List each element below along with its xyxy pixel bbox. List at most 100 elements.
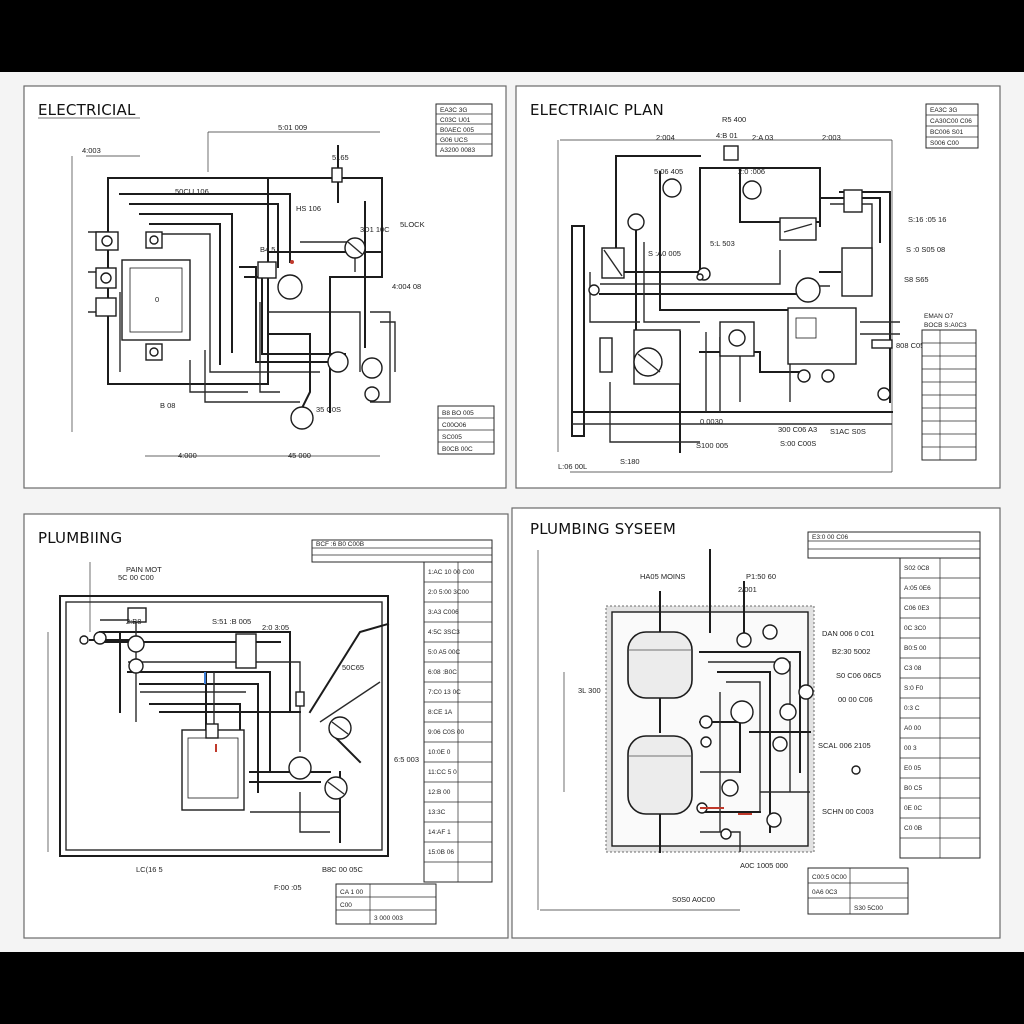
- svg-text:B0 C5: B0 C5: [904, 785, 922, 792]
- meter-symbol: [599, 337, 613, 373]
- svg-text:2:0 3:05: 2:0 3:05: [262, 623, 289, 632]
- pressure-tank: [627, 631, 693, 699]
- svg-text:B8C 00 05C: B8C 00 05C: [322, 865, 363, 874]
- svg-text:S:0 F0: S:0 F0: [904, 685, 924, 692]
- electric-plan-side-table: EMAN O7 BOCB S:A0C3: [921, 313, 977, 461]
- valve-symbol: [762, 624, 778, 640]
- svg-text:50C65: 50C65: [342, 663, 364, 672]
- svg-text:S :0 S05 08: S :0 S05 08: [906, 245, 945, 254]
- svg-text:DAN 006 0 C01: DAN 006 0 C01: [822, 629, 875, 638]
- svg-text:CA30C00 C06: CA30C00 C06: [930, 118, 972, 125]
- valve-symbol: [798, 684, 814, 700]
- svg-text:S02 0C8: S02 0C8: [904, 565, 930, 572]
- svg-text:8:CE 1A: 8:CE 1A: [428, 709, 453, 716]
- svg-text:C00: C00: [340, 902, 352, 909]
- svg-text:15:0B 06: 15:0B 06: [428, 849, 454, 856]
- svg-text:0: 0: [155, 295, 159, 304]
- plumbing-system-piping: [659, 549, 811, 853]
- plumbing-system-dimensions: [537, 550, 740, 911]
- pump-box: [127, 607, 147, 623]
- elec-label: 3D1 10C: [360, 225, 390, 234]
- lamp-symbol: [364, 386, 380, 402]
- svg-text:HA05 MOINS: HA05 MOINS: [640, 572, 685, 581]
- panel-plumbing: PLUMBIING: [23, 513, 509, 939]
- svg-text:B2:30 5002: B2:30 5002: [832, 647, 870, 656]
- gauge-symbol: [773, 657, 791, 675]
- fitting-symbol: [205, 723, 219, 739]
- svg-text:4:5C 3SC3: 4:5C 3SC3: [428, 629, 460, 636]
- svg-text:PAIN MOT: PAIN MOT: [126, 565, 162, 574]
- filter-box: [235, 633, 257, 669]
- svg-text:SCHN 00 C003: SCHN 00 C003: [822, 807, 874, 816]
- water-heater-tank: [627, 735, 693, 815]
- panel-electrical-title: ELECTRICIAL: [38, 101, 136, 119]
- svg-text:E3:0 00 C06: E3:0 00 C06: [812, 534, 849, 541]
- valve-symbol: [772, 736, 788, 752]
- outlet-symbol: [95, 297, 117, 317]
- svg-text:A0C 1005 000: A0C 1005 000: [740, 861, 788, 870]
- distribution-panel: [841, 247, 873, 297]
- svg-text:A:05 0E6: A:05 0E6: [904, 585, 931, 592]
- motor-symbol: [795, 277, 821, 303]
- valve-symbol: [79, 635, 89, 645]
- svg-text:SC005: SC005: [442, 434, 462, 441]
- svg-text:L:06 00L: L:06 00L: [558, 462, 587, 471]
- svg-text:S :A0 005: S :A0 005: [648, 249, 681, 258]
- plumbing-system-labels: HA05 MOINS P1:50 60 3L 300 2/001 DAN 006…: [578, 572, 881, 904]
- svg-text:3 000 003: 3 000 003: [374, 915, 403, 922]
- valve-symbol: [699, 715, 713, 729]
- svg-text:2:A 03: 2:A 03: [752, 133, 773, 142]
- lamp-symbol: [627, 213, 645, 231]
- svg-text:S8 S65: S8 S65: [904, 275, 929, 284]
- svg-text:B8 BO 005: B8 BO 005: [442, 410, 474, 417]
- plumbing-system-footer-table: C00:5 0C00 0A6 0C3 S30 5C00: [807, 867, 909, 915]
- svg-text:11:CC 5 0: 11:CC 5 0: [428, 769, 457, 776]
- disconnect-switch: [779, 217, 817, 241]
- plumbing-schedule-table: BCF :6 B0 C00B 1:AC 10 00 C00 2:0 5:00 3…: [311, 539, 493, 883]
- elec-label: 4:003: [82, 146, 101, 155]
- svg-text:2:0 5:00 3C00: 2:0 5:00 3C00: [428, 589, 469, 596]
- svg-text:6:5 003: 6:5 003: [394, 755, 419, 764]
- svg-text:EA3C 3G: EA3C 3G: [440, 107, 467, 114]
- svg-text:A3200 0083: A3200 0083: [440, 147, 475, 154]
- electric-plan-components: [588, 145, 893, 401]
- outlet-symbol: [797, 369, 811, 383]
- valve-symbol: [851, 765, 861, 775]
- ground-symbol: [877, 387, 891, 401]
- svg-text:P1:50 60: P1:50 60: [746, 572, 776, 581]
- svg-text:S100 005: S100 005: [696, 441, 728, 450]
- svg-text:BCF :6 B0 C00B: BCF :6 B0 C00B: [316, 541, 364, 548]
- svg-text:SCAL 006 2105: SCAL 006 2105: [818, 741, 871, 750]
- valve-symbol: [700, 736, 712, 748]
- svg-text:0 0030: 0 0030: [700, 417, 723, 426]
- pump-symbol: [288, 756, 312, 780]
- fuse-symbol: [331, 167, 343, 183]
- svg-text:F:00 :05: F:00 :05: [274, 883, 302, 892]
- electrical-notes-block: B8 BO 005 C00O06 SC005 B0CB 00C: [437, 405, 495, 455]
- valve-symbol: [93, 631, 107, 645]
- elec-label: 4:000: [178, 451, 197, 460]
- svg-text:S006 C00: S006 C00: [930, 140, 959, 147]
- elec-label: 5LOCK: [400, 220, 425, 229]
- junction-box: [257, 261, 277, 279]
- electric-plan-title-block: EA3C 3G CA30C00 C06 BC006 S01 S006 C00: [925, 103, 979, 149]
- svg-text:3:A3 C006: 3:A3 C006: [428, 609, 459, 616]
- svg-text:808 C05: 808 C05: [896, 341, 924, 350]
- svg-text:B0:5 00: B0:5 00: [904, 645, 927, 652]
- svg-text:5:06 405: 5:06 405: [654, 167, 683, 176]
- svg-text:C00O06: C00O06: [442, 422, 467, 429]
- motor-symbol: [361, 357, 383, 379]
- elec-label: 50CU 106: [175, 187, 209, 196]
- svg-text:A0 00: A0 00: [904, 725, 921, 732]
- fuse-symbol: [723, 145, 739, 161]
- svg-text:CA 1 00: CA 1 00: [340, 889, 364, 896]
- svg-text:7:C0 13 0C: 7:C0 13 0C: [428, 689, 461, 696]
- svg-text:S1AC S0S: S1AC S0S: [830, 427, 866, 436]
- elec-label: 45 000: [288, 451, 311, 460]
- electrical-title-block: EA3C 3G C03C U01 B0AEC 005 G06 UCS A3200…: [435, 103, 493, 157]
- electrical-components: 0: [95, 167, 383, 430]
- svg-text:BOCB S:A0C3: BOCB S:A0C3: [924, 322, 967, 329]
- svg-text:3L 300: 3L 300: [578, 686, 601, 695]
- svg-text:0:3 C: 0:3 C: [904, 705, 920, 712]
- svg-text:2:0 :006: 2:0 :006: [738, 167, 765, 176]
